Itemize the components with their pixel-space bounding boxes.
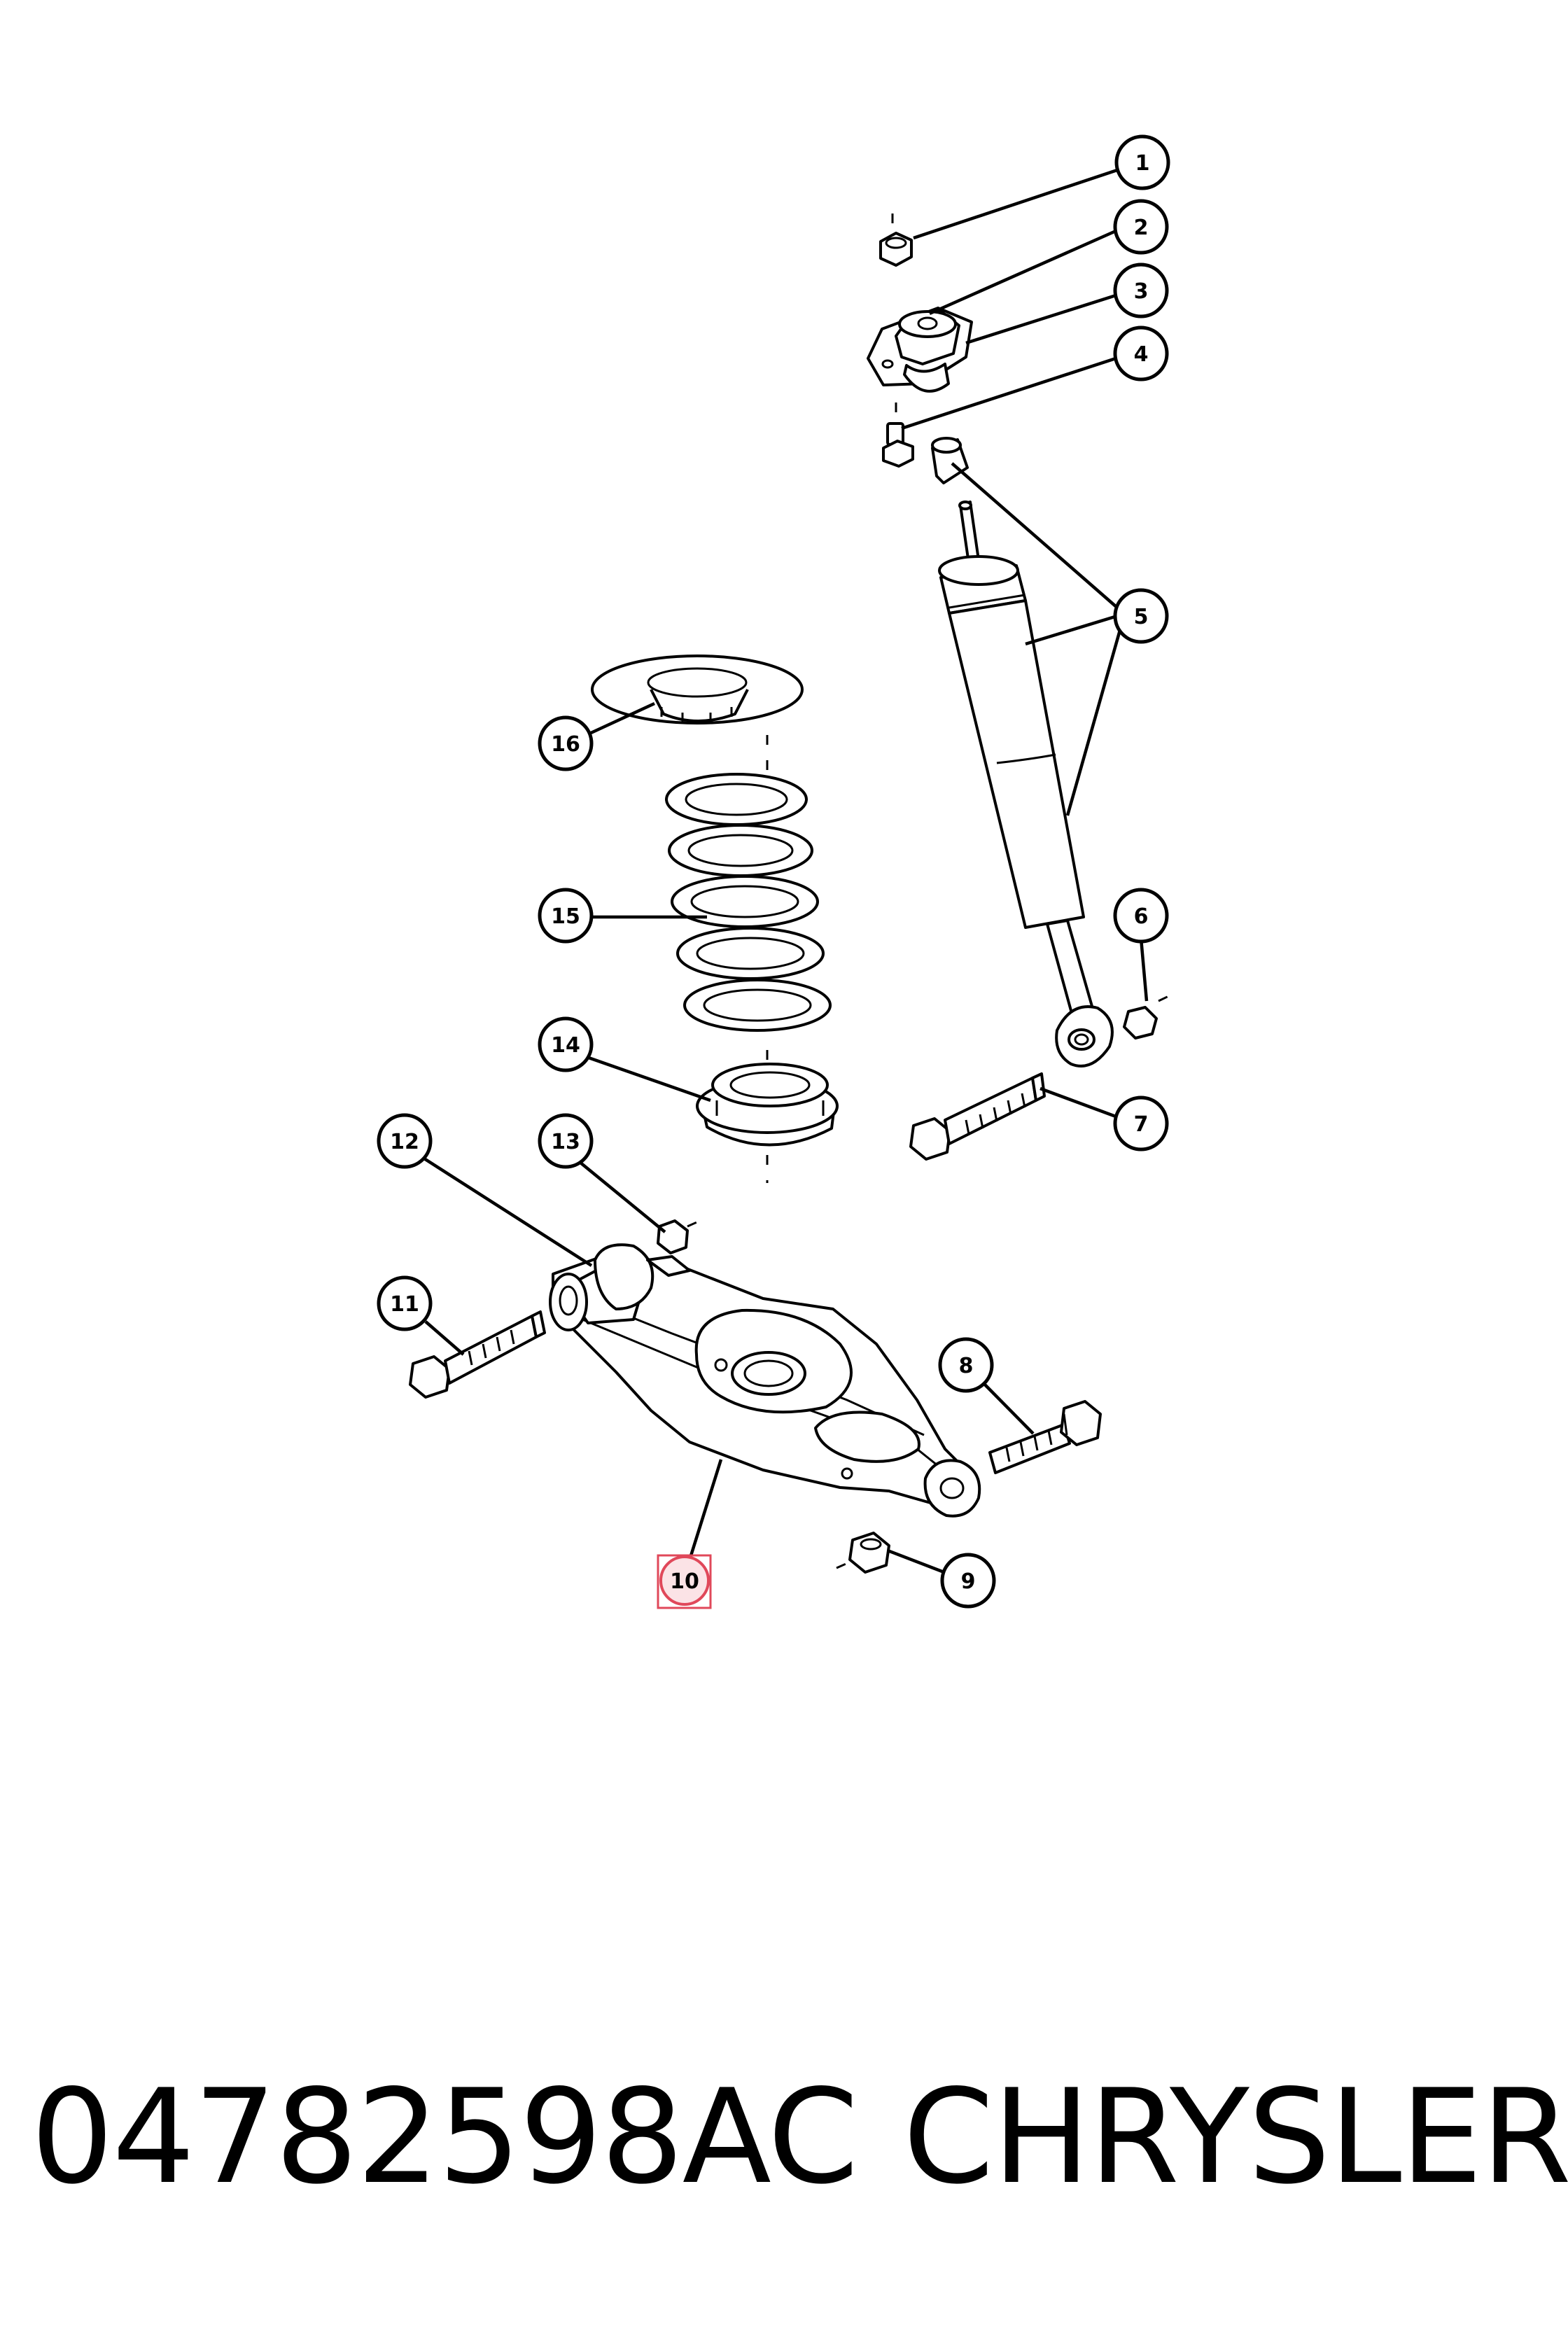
callout-3[interactable]: 3 xyxy=(1113,262,1169,318)
callout-10-highlighted[interactable]: 10 xyxy=(657,1554,712,1609)
callout-5[interactable]: 5 xyxy=(1113,588,1169,644)
callout-12[interactable]: 12 xyxy=(377,1113,433,1169)
upper-mount-part[interactable] xyxy=(867,307,973,393)
lower-control-arm-part[interactable] xyxy=(549,1243,981,1518)
callout-2[interactable]: 2 xyxy=(1113,199,1169,255)
top-nut-part[interactable] xyxy=(879,214,913,267)
upper-spring-isolator-part[interactable] xyxy=(591,654,804,724)
callout-7[interactable]: 7 xyxy=(1113,1096,1169,1152)
leader-lines xyxy=(417,168,1149,1574)
brand-text: CHRYSLER xyxy=(903,2061,1568,2213)
callout-9[interactable]: 9 xyxy=(940,1553,996,1609)
callout-label: 1 xyxy=(1135,151,1150,176)
callout-label: 4 xyxy=(1134,342,1149,367)
part-number-text: 04782598AC xyxy=(31,2061,859,2213)
callout-11[interactable]: 11 xyxy=(377,1275,433,1331)
shock-bolt-part[interactable] xyxy=(909,1072,1046,1161)
callout-6[interactable]: 6 xyxy=(1113,888,1169,944)
callout-label: 10 xyxy=(670,1569,699,1594)
callout-label: 13 xyxy=(551,1130,580,1154)
lower-spring-isolator-part[interactable] xyxy=(696,1050,839,1183)
callout-label: 3 xyxy=(1134,279,1149,304)
callout-label: 2 xyxy=(1134,216,1149,240)
callout-15[interactable]: 15 xyxy=(538,888,594,944)
callout-14[interactable]: 14 xyxy=(538,1016,594,1072)
shock-bushing-cap-part[interactable] xyxy=(931,437,969,484)
arm-bolt-right-part[interactable] xyxy=(988,1400,1102,1474)
callout-16[interactable]: 16 xyxy=(538,715,594,771)
arm-nut-right-part[interactable] xyxy=(836,1532,890,1574)
callout-label: 7 xyxy=(1134,1112,1149,1137)
callout-1[interactable]: 1 xyxy=(1114,134,1170,190)
coil-spring-part[interactable] xyxy=(665,735,832,1032)
callout-label: 9 xyxy=(961,1569,976,1594)
callout-label: 8 xyxy=(959,1354,974,1378)
arm-nut-part[interactable] xyxy=(657,1219,701,1254)
callout-label: 12 xyxy=(390,1130,419,1154)
highlight-box xyxy=(657,1554,712,1609)
stud-nut-part[interactable] xyxy=(882,402,914,468)
callout-label: 5 xyxy=(1134,605,1149,629)
callout-label: 16 xyxy=(551,732,580,757)
callout-13[interactable]: 13 xyxy=(538,1113,594,1169)
callout-label: 15 xyxy=(551,904,580,929)
suspension-exploded-diagram: 1 2 3 4 5 6 7 8 9 10 11 12 xyxy=(377,134,1177,1609)
shock-absorber-part[interactable] xyxy=(938,500,1114,1068)
arm-bolt-left-part[interactable] xyxy=(409,1310,546,1399)
callout-label: 14 xyxy=(551,1033,580,1058)
lower-shock-nut-part[interactable] xyxy=(1123,991,1177,1040)
callout-8[interactable]: 8 xyxy=(938,1337,994,1393)
callout-4[interactable]: 4 xyxy=(1113,326,1169,382)
callout-label: 11 xyxy=(390,1292,419,1317)
callout-label: 6 xyxy=(1134,904,1149,929)
